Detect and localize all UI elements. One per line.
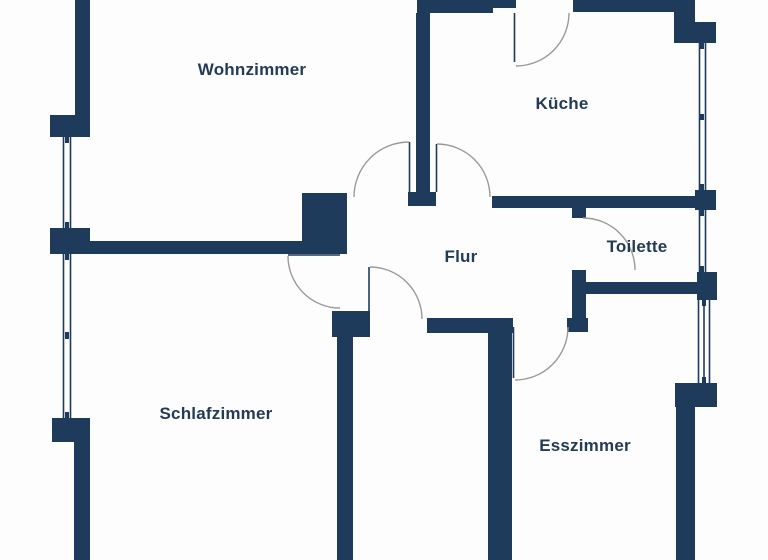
door-flur-schlafzimmer [287,254,341,309]
wall-pier [695,190,716,210]
window-schlafzimmer [62,254,72,418]
wall-pier [675,383,717,407]
wall-pier [332,311,370,337]
wall [337,337,353,560]
wall [75,0,90,116]
wall-pier [52,418,90,442]
room-label-flur: Flur [444,247,478,266]
wall-foot [408,192,436,206]
wall-pier [695,22,716,43]
wall [416,13,430,192]
wall-foot [567,318,588,332]
wall-stub [572,208,586,218]
window-esszimmer [697,300,711,383]
room-label-toilette: Toilette [606,237,668,256]
doors [287,12,636,381]
door-kueche-top [513,12,570,67]
wall [74,442,90,560]
wall-pier [50,115,90,137]
wall [492,196,697,208]
wall [488,333,512,560]
wall-pier [50,228,90,254]
wall [676,407,695,560]
wall [674,0,695,43]
window-toilette [698,210,707,272]
wall [88,241,302,254]
wall [580,282,697,294]
wall [417,0,493,13]
room-label-schlafzimmer: Schlafzimmer [159,404,273,423]
wall [493,0,516,8]
wall-block [302,193,347,254]
door-flur-toilette [582,217,636,271]
wall-pier [697,272,717,300]
windows [62,43,711,418]
door-flur-abstellraum [368,266,423,320]
room-label-wohnzimmer: Wohnzimmer [197,60,307,79]
wall [573,0,674,12]
window-wohnzimmer [62,137,72,228]
room-label-esszimmer: Esszimmer [539,436,631,455]
door-flur-wohnzimmer [353,141,411,198]
door-flur-esszimmer [512,326,569,381]
wall [427,318,513,333]
walls [50,0,717,560]
window-kueche [698,43,707,190]
room-label-kueche: Küche [535,94,589,113]
door-flur-kueche [435,143,491,198]
